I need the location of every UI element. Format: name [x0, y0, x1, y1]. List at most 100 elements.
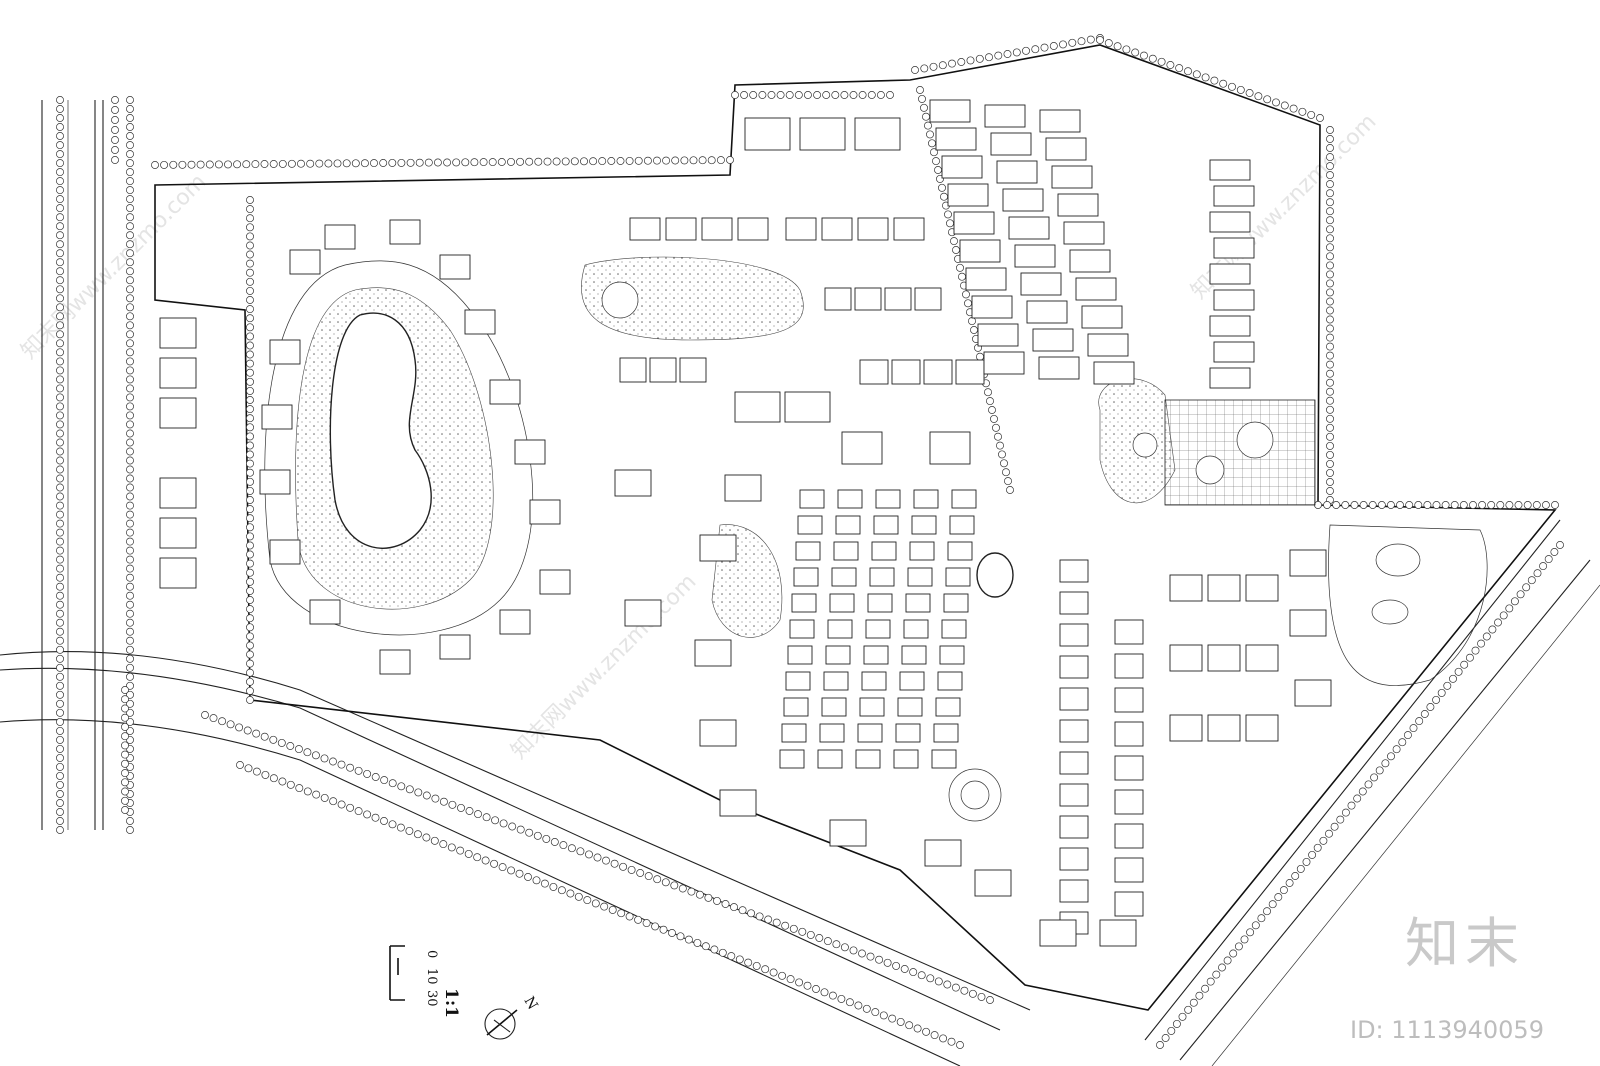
tree-symbol: [236, 761, 244, 769]
tree-symbol: [749, 91, 758, 99]
tree-symbol: [246, 514, 254, 523]
tree-symbol: [730, 903, 738, 912]
tree-symbol: [525, 157, 534, 166]
tree-symbol: [56, 618, 64, 627]
tree-symbol: [126, 555, 134, 564]
tree-symbol: [56, 357, 64, 366]
tree-symbol: [994, 432, 1002, 441]
tree-symbol: [246, 496, 254, 504]
tree-symbol: [1326, 144, 1334, 152]
tree-symbol: [246, 432, 254, 441]
tree-symbol: [126, 573, 134, 582]
tree-symbol: [151, 161, 159, 169]
tree-symbol: [1325, 829, 1333, 838]
tree-symbol: [324, 159, 333, 168]
watermark-diagonal-text: 知末网www.znzmo.com: [507, 569, 702, 764]
tree-symbol: [126, 168, 134, 177]
north-arrow: N: [484, 994, 541, 1040]
tree-symbol: [439, 840, 448, 849]
tree-symbol: [126, 402, 134, 411]
tree-symbol: [1420, 710, 1429, 718]
tree-symbol: [996, 441, 1004, 450]
building-footprint: [289, 249, 321, 275]
east-open-field: [1328, 524, 1488, 686]
building-footprint: [1045, 137, 1087, 161]
building-footprint: [1059, 815, 1089, 839]
tree-symbol: [934, 166, 942, 174]
tree-symbol: [769, 968, 778, 977]
tree-symbol: [516, 825, 525, 834]
tree-symbol: [126, 474, 134, 483]
tree-symbol: [297, 159, 305, 168]
tree-symbol: [752, 961, 761, 970]
building-footprint: [1069, 249, 1111, 273]
tree-symbol: [876, 91, 885, 99]
building-footprint: [947, 183, 989, 207]
tree-symbol: [422, 791, 431, 800]
tree-symbol: [333, 159, 342, 168]
tree-symbol: [246, 396, 254, 404]
building-footprint: [1026, 300, 1068, 324]
tree-symbol: [634, 915, 643, 924]
tree-symbol: [583, 896, 592, 905]
tree-symbol: [329, 757, 337, 766]
tree-symbol: [56, 817, 64, 825]
building-footprint: [996, 160, 1038, 184]
tree-symbol: [56, 240, 64, 249]
building-footprint: [863, 645, 889, 665]
building-footprint: [1114, 891, 1144, 917]
tree-symbol: [252, 729, 261, 738]
tree-symbol: [490, 859, 499, 868]
tree-symbol: [56, 168, 64, 177]
tree-symbol: [126, 528, 134, 537]
tree-symbol: [424, 158, 433, 167]
tree-symbol: [388, 158, 397, 167]
tree-symbol: [1257, 914, 1266, 923]
tree-symbol: [56, 276, 64, 285]
tree-symbol: [1437, 688, 1446, 697]
building-footprint: [1059, 783, 1089, 807]
tree-symbol: [413, 830, 422, 839]
tree-symbol: [695, 890, 704, 899]
tree-symbol: [126, 177, 134, 186]
tree-symbol: [1341, 501, 1350, 509]
tree-symbol: [246, 505, 254, 514]
tree-symbol: [56, 790, 64, 798]
tree-symbol: [126, 510, 134, 519]
tree-symbol: [56, 762, 64, 771]
tree-symbol: [126, 708, 134, 717]
tree-symbol: [1240, 935, 1249, 944]
tree-symbol: [1392, 745, 1401, 754]
tree-symbol: [126, 609, 134, 618]
tree-symbol: [224, 160, 232, 169]
tree-symbol: [559, 841, 568, 850]
tree-symbol: [602, 856, 610, 865]
tree-symbol: [580, 157, 588, 166]
tree-symbol: [840, 91, 849, 99]
building-footprint: [914, 287, 942, 311]
tree-symbol: [1370, 773, 1379, 782]
lake-community: [264, 260, 534, 636]
tree-symbol: [246, 241, 254, 250]
tree-symbol: [160, 160, 169, 169]
tree-symbol: [56, 231, 64, 240]
tree-symbol: [1113, 42, 1122, 51]
tree-symbol: [956, 1041, 964, 1049]
building-footprint: [923, 359, 953, 385]
tree-symbol: [422, 833, 431, 842]
tree-symbol: [1326, 171, 1334, 180]
building-footprint: [859, 359, 889, 385]
tree-symbol: [56, 699, 64, 708]
tree-symbol: [246, 686, 254, 695]
tree-symbol: [960, 986, 969, 995]
tree-symbol: [516, 157, 525, 166]
building-footprint: [821, 697, 847, 717]
tree-symbol: [532, 876, 541, 885]
tree-symbol: [1450, 501, 1459, 509]
tree-symbol: [701, 942, 710, 951]
tree-symbol: [126, 672, 134, 681]
tree-symbol: [1441, 501, 1450, 509]
tree-symbol: [260, 160, 269, 168]
tree-symbol: [474, 810, 482, 819]
building-footprint: [955, 359, 985, 385]
